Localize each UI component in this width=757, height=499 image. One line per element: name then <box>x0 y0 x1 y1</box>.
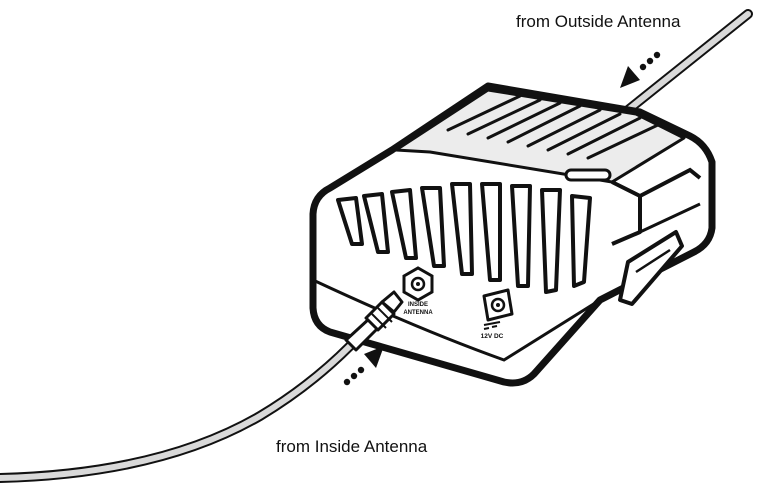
port-label-line2: ANTENNA <box>403 310 433 316</box>
outside-arrow-icon <box>620 51 661 88</box>
coax-connector-icon <box>344 290 404 352</box>
power-jack-icon <box>482 288 514 330</box>
inside-antenna-port-icon <box>402 266 434 302</box>
inside-antenna-caption: from Inside Antenna <box>276 437 428 456</box>
power-label: 12V DC <box>481 333 504 340</box>
port-label-line1: INSIDE <box>408 302 428 308</box>
booster-device <box>309 82 716 387</box>
inside-arrow-icon <box>343 346 384 386</box>
outside-antenna-caption: from Outside Antenna <box>516 12 681 31</box>
outside-antenna-cable <box>613 9 753 123</box>
inside-antenna-cable <box>0 341 355 483</box>
